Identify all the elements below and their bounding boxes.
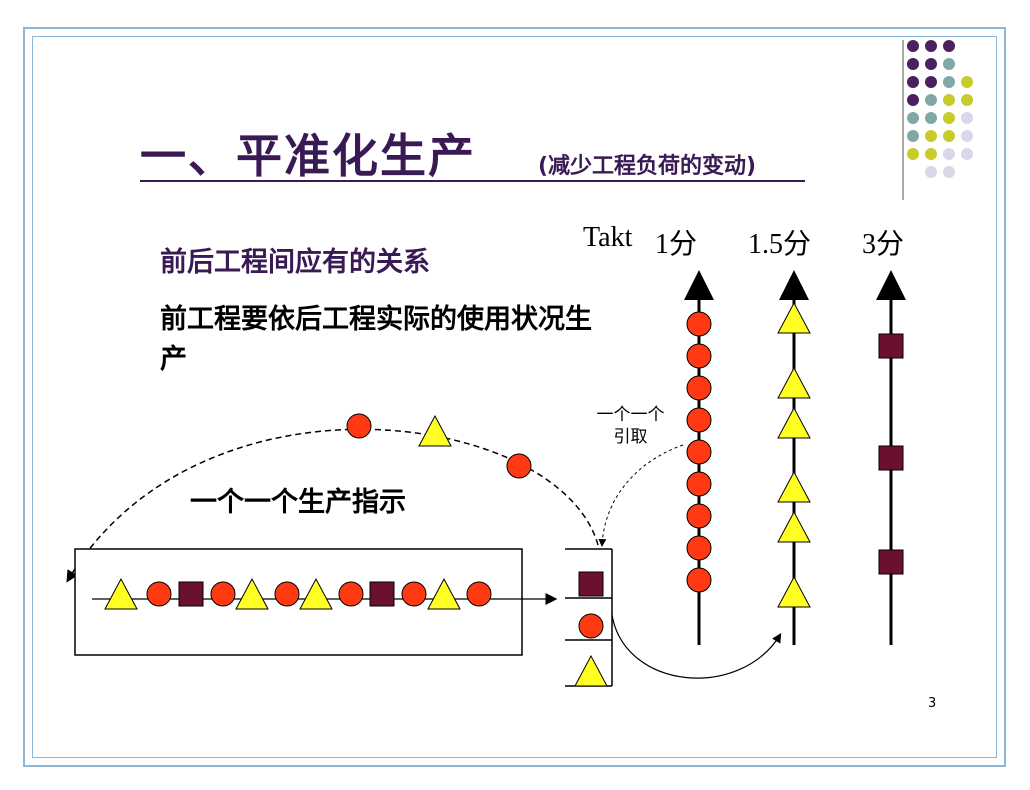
slide-title: 一、平准化生产 [140,129,476,183]
lane-1-5-triangle [777,301,811,334]
store-square [578,571,604,597]
decor-dot [943,130,955,142]
decor-dot [943,112,955,124]
sequence-square [178,581,204,607]
sequence-circle [274,581,300,607]
decor-dot [907,148,919,160]
decor-dot [943,76,955,88]
lane-1-circle [686,567,712,593]
lane-1-5-triangle [777,366,811,399]
sequence-circle [210,581,236,607]
lane-1-circle [686,407,712,433]
sequence-circle [146,581,172,607]
slide-frame-outer [23,27,1006,767]
lane-1-circle [686,503,712,529]
decor-dot [907,112,919,124]
pull-label: 一个一个 引取 [583,404,678,448]
sequence-triangle [427,577,461,610]
decor-dot [961,112,973,124]
store-circle [578,613,604,639]
takt-lane-1-5-label: 1.5分 [748,229,812,260]
lane-1-5-triangle [777,510,811,543]
decorative-dot-grid [907,40,973,178]
lane-items [686,301,904,608]
decor-dot [943,40,955,52]
decor-dot [925,40,937,52]
decor-dot [925,94,937,106]
takt-lane-1-label: 1分 [655,229,698,260]
production-instruction-label: 一个一个生产指示 [190,487,406,518]
decor-dot [925,58,937,70]
lane-1-circle [686,375,712,401]
decor-dot [907,76,919,88]
store-to-lane-arrow [611,614,782,679]
decor-dot [943,94,955,106]
decor-dot [961,148,973,160]
slide-frame-inner [32,36,997,758]
lane-1-5-triangle [777,470,811,503]
store-items [574,571,608,687]
lane-3-square [878,445,904,471]
decor-dot [925,112,937,124]
decor-dot [925,148,937,160]
store-triangle [574,654,608,687]
decor-dot [961,76,973,88]
sequence-square [369,581,395,607]
arc-circle [506,453,532,479]
sequence-circle [338,581,364,607]
decor-dot [907,40,919,52]
sequence-triangle [235,577,269,610]
description-text: 前工程要依后工程实际的使用状况生产 [160,304,592,375]
pull-arrow [598,444,684,547]
lane-3-square [878,333,904,359]
decor-dot [943,166,955,178]
page-number: 3 [928,696,937,711]
lane-1-circle [686,471,712,497]
arc-circle [346,413,372,439]
decor-dot [961,130,973,142]
lane-1-5-triangle [777,406,811,439]
decor-dot [943,58,955,70]
pull-label-line2: 引取 [613,427,648,447]
lane-1-5-triangle [777,575,811,608]
decor-dot [907,94,919,106]
lane-3-square [878,549,904,575]
section-heading: 前后工程间应有的关系 [160,247,430,278]
title-underline [140,180,805,182]
arc-triangle [418,414,452,447]
lane-1-circle [686,311,712,337]
arc-items [346,413,532,479]
decor-dot [961,94,973,106]
lane-1-circle [686,535,712,561]
lane-1-circle [686,439,712,465]
decor-dot [925,166,937,178]
lane-1-circle [686,343,712,369]
sequence-circle [466,581,492,607]
sequence-triangle [104,577,138,610]
production-sequence [104,577,492,610]
decor-dot [943,148,955,160]
takt-label: Takt [583,222,633,253]
decor-dot [907,58,919,70]
slide-subtitle: (减少工程负荷的变动) [538,154,757,179]
decor-dot [907,130,919,142]
sequence-triangle [299,577,333,610]
takt-lane-3-label: 3分 [862,229,905,260]
decor-dot [925,76,937,88]
pull-label-line1: 一个一个 [596,405,665,425]
decor-dot [925,130,937,142]
sequence-circle [401,581,427,607]
